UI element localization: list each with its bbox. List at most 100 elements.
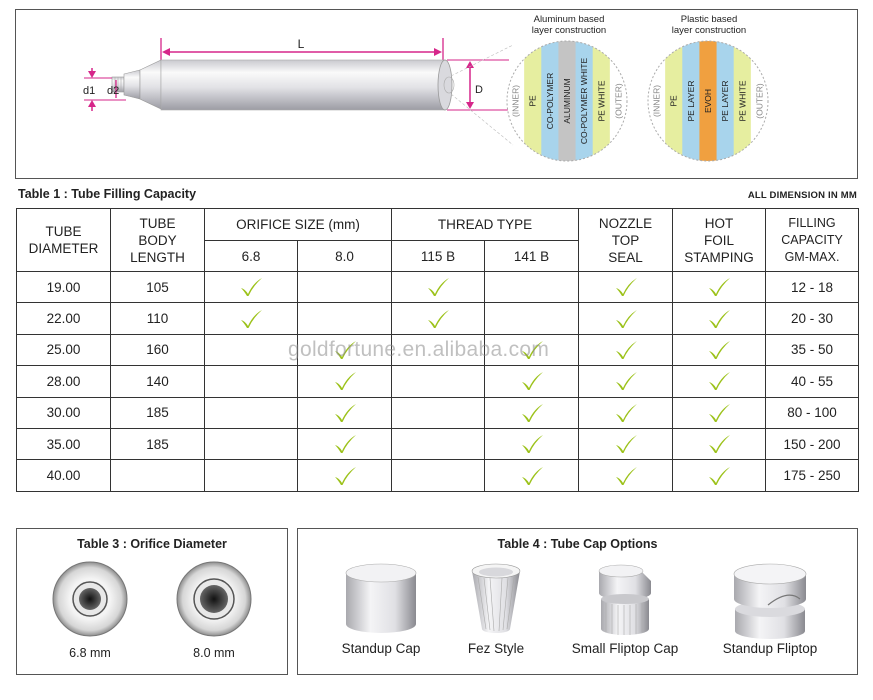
cell-length: 110 (110, 302, 205, 335)
checkmark-icon (333, 402, 357, 424)
checkmark-icon (707, 276, 731, 298)
aluminum-heading-1: Aluminum based (534, 14, 605, 25)
tube-diagram-panel: L d1 d2 (15, 9, 858, 179)
checkmark-icon (707, 339, 731, 361)
plastic-layer-label: PE WHITE (737, 80, 747, 121)
cell-foil (672, 427, 766, 461)
plastic-layer-label: PE (669, 95, 679, 107)
header-hot-foil-stamping: HOT FOIL STAMPING (672, 208, 766, 272)
cell-foil (672, 396, 766, 429)
header-foil-line3: STAMPING (684, 249, 754, 265)
cell-o80 (297, 302, 392, 335)
aluminum-layer-label: PE (528, 95, 538, 107)
checkmark-icon (614, 276, 638, 298)
small-fliptop-cap-icon (598, 564, 651, 635)
aluminum-layer-band (558, 41, 577, 161)
cell-diameter: 28.00 (16, 365, 111, 398)
checkmark-icon (614, 308, 638, 330)
tube-cap-options-panel: Table 4 : Tube Cap Options (297, 528, 858, 675)
standup-fliptop-cap-icon (733, 563, 807, 639)
diameter-dimension: D (443, 44, 514, 146)
checkmark-icon (707, 308, 731, 330)
plastic-heading-1: Plastic based (681, 14, 738, 25)
table-row: 40.00 175 - 250 (16, 459, 859, 492)
plastic-layer-label: PE LAYER (686, 81, 696, 122)
header-orifice-6-8: 6.8 (204, 240, 298, 272)
aluminum-layer-band (524, 41, 542, 161)
cell-t115 (391, 270, 485, 304)
cell-t115 (391, 396, 485, 429)
checkmark-icon (333, 370, 357, 392)
label-D: D (475, 84, 483, 96)
plastic-layer-band (699, 41, 718, 161)
checkmark-icon (520, 433, 544, 455)
filling-capacity-table: TUBE DIAMETER TUBE BODY LENGTH ORIFICE S… (16, 208, 859, 492)
cell-t141 (484, 365, 579, 398)
orifice-label-8-0: 8.0 mm (193, 646, 235, 660)
header-filling-line2: CAPACITY (781, 232, 843, 247)
cell-t141 (484, 427, 579, 461)
cell-nozzle (578, 459, 673, 492)
checkmark-icon (426, 276, 450, 298)
plastic-layer-band (716, 41, 735, 161)
cell-diameter: 40.00 (16, 459, 111, 492)
header-body-line3: LENGTH (130, 249, 185, 265)
header-thread-type: THREAD TYPE (391, 208, 579, 241)
checkmark-icon (333, 465, 357, 487)
aluminum-layer-label: CO-POLYMER WHITE (579, 58, 589, 145)
checkmark-icon (333, 339, 357, 361)
cell-t141 (484, 302, 579, 335)
label-L: L (298, 37, 305, 51)
cell-nozzle (578, 396, 673, 429)
aluminum-layer-band (575, 41, 594, 161)
header-body-line1: TUBE (139, 215, 176, 231)
plastic-layer-band (733, 41, 752, 161)
header-filling-line3: GM-MAX. (784, 249, 840, 264)
standup-cap-icon (345, 563, 417, 633)
cell-capacity: 175 - 250 (765, 459, 859, 492)
checkmark-icon (520, 465, 544, 487)
cell-diameter: 22.00 (16, 302, 111, 335)
header-thread-115b: 115 B (391, 240, 485, 272)
checkmark-icon (520, 339, 544, 361)
cell-capacity: 150 - 200 (765, 427, 859, 461)
label-d2: d2 (107, 85, 119, 97)
header-orifice-8-0: 8.0 (297, 240, 392, 272)
cell-o80 (297, 270, 392, 304)
cell-t141 (484, 459, 579, 492)
cell-nozzle (578, 427, 673, 461)
fez-style-cap-icon (471, 563, 521, 633)
cell-o80 (297, 427, 392, 461)
aluminum-layer-label: PE WHITE (596, 80, 606, 121)
orifice-6-8-icon (52, 561, 128, 637)
cell-t115 (391, 365, 485, 398)
cell-t115 (391, 427, 485, 461)
checkmark-icon (520, 370, 544, 392)
cell-length: 185 (110, 396, 205, 429)
cell-length: 140 (110, 365, 205, 398)
header-tube-body-length: TUBE BODY LENGTH (110, 208, 205, 272)
cell-capacity: 80 - 100 (765, 396, 859, 429)
label-d1: d1 (83, 85, 95, 97)
cell-t141 (484, 270, 579, 304)
plastic-layer-label: EVOH (703, 89, 713, 113)
aluminum-layer-label: ALUMINUM (562, 78, 572, 123)
plastic-layer-band (682, 41, 700, 161)
length-dimension: L (160, 37, 444, 62)
checkmark-icon (614, 370, 638, 392)
cell-t115 (391, 333, 485, 367)
aluminum-layer-label: CO-POLYMER (545, 73, 555, 130)
aluminum-layer-label: (OUTER) (613, 83, 623, 119)
checkmark-icon (614, 339, 638, 361)
checkmark-icon (239, 276, 263, 298)
cell-o68 (204, 333, 298, 367)
cell-foil (672, 333, 766, 367)
cell-capacity: 35 - 50 (765, 333, 859, 367)
cell-diameter: 19.00 (16, 270, 111, 304)
checkmark-icon (707, 465, 731, 487)
dimension-note: ALL DIMENSION IN MM (747, 190, 857, 201)
header-foil-line2: FOIL (703, 232, 734, 248)
